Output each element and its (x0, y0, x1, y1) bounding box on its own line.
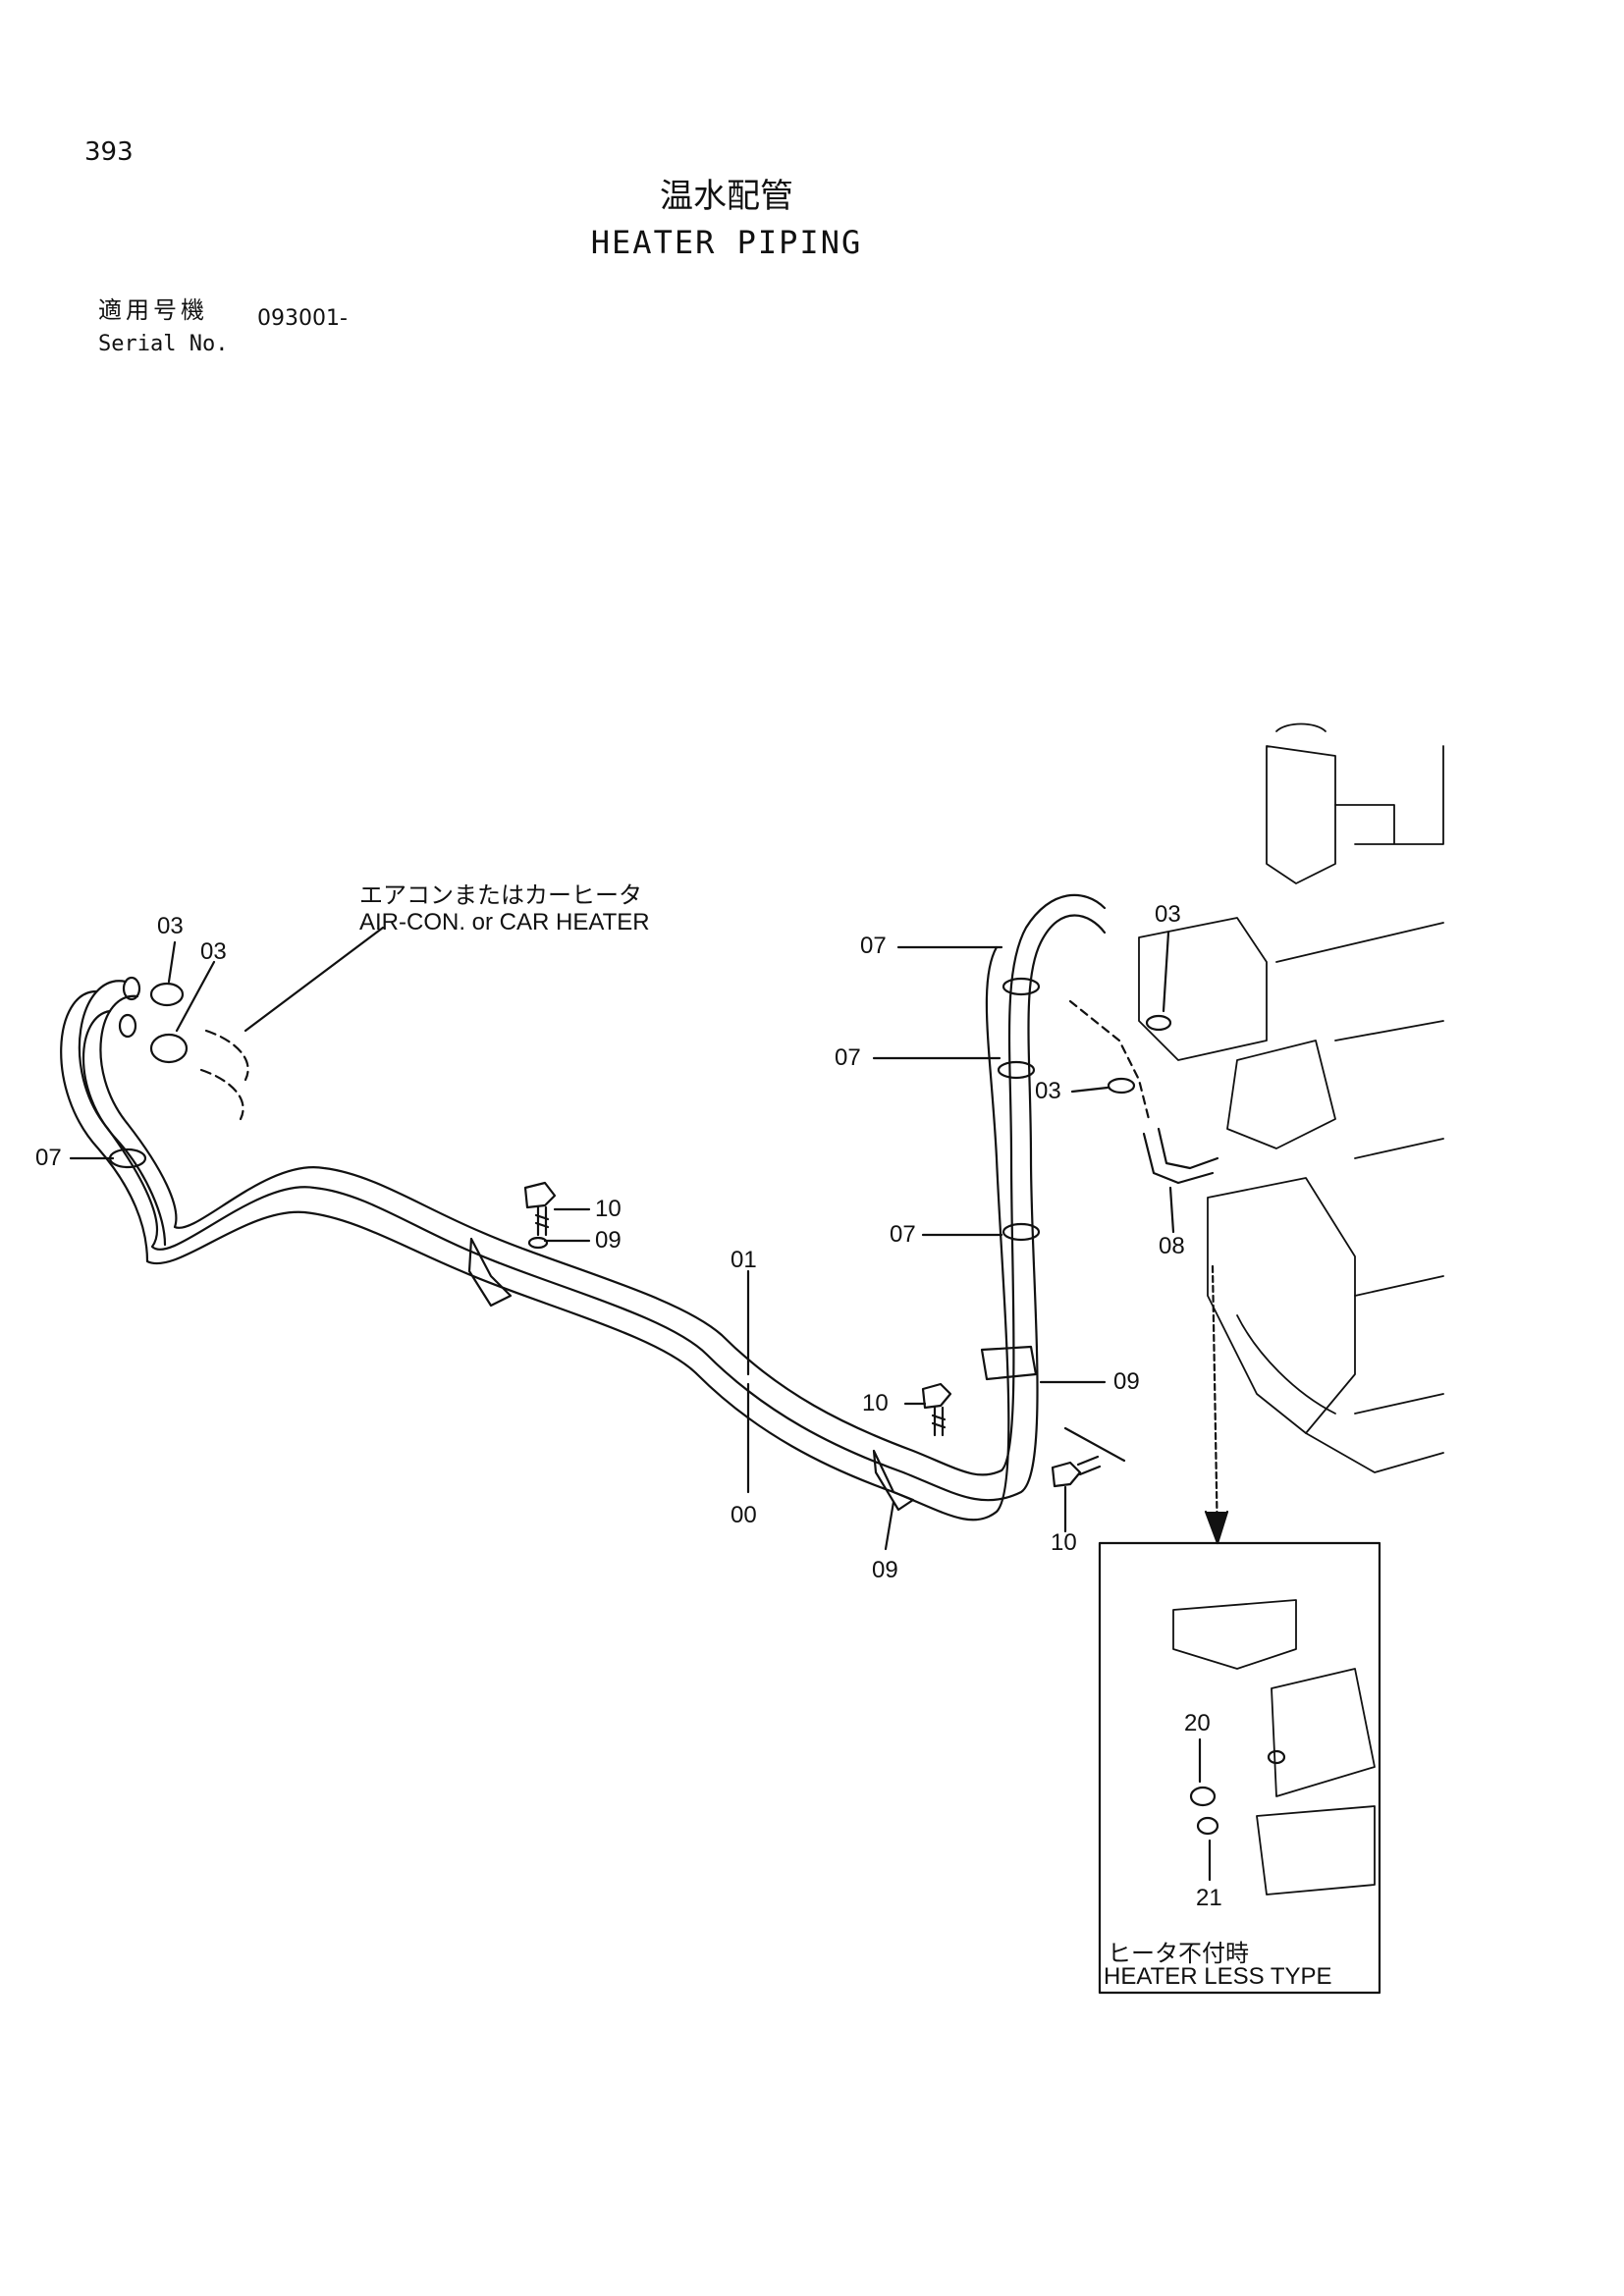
dashed-leader (1068, 999, 1151, 1121)
callout-07: 07 (835, 1044, 861, 1071)
engine-block (1138, 722, 1444, 1473)
bolt-10-left (523, 1181, 557, 1237)
note-heaterless-japanese: ヒータ不付時 (1108, 1941, 1249, 1967)
inset-washer (1267, 1749, 1286, 1765)
leader-03-top-b (175, 960, 216, 1033)
callout-09: 09 (1113, 1368, 1140, 1395)
band-clamp-09-left (467, 1237, 513, 1308)
leader-03-engine-mid (1070, 1086, 1110, 1094)
callout-08: 08 (1159, 1233, 1185, 1259)
clamp-03-a (149, 982, 185, 1007)
callout-03: 03 (200, 938, 227, 965)
inset-pointer-arrow (1204, 1510, 1229, 1545)
note-aircon-english: AIR-CON. or CAR HEATER (359, 909, 650, 935)
plug-20 (1189, 1786, 1217, 1807)
callout-09: 09 (872, 1557, 898, 1583)
callout-07: 07 (35, 1145, 62, 1171)
note-heaterless-english: HEATER LESS TYPE (1104, 1963, 1332, 1990)
callout-10: 10 (595, 1196, 622, 1222)
callout-21: 21 (1196, 1885, 1222, 1911)
leader-08 (1168, 1186, 1175, 1234)
callout-07: 07 (890, 1221, 916, 1248)
serial-label-english: Serial No. (98, 332, 229, 356)
inset-pointer (1211, 1264, 1219, 1545)
clamp-03-engine-1 (1145, 1014, 1172, 1032)
leader-03-top-a (167, 940, 177, 984)
plug-21 (1196, 1816, 1219, 1836)
inset-engine-detail (1172, 1599, 1376, 1896)
hose-00-inner (81, 1009, 167, 1247)
serial-number-value: 093001- (257, 306, 348, 331)
serial-label-japanese: 適用号機 (98, 296, 208, 324)
hose-01-inner (99, 893, 1107, 1476)
band-clamp-09-middle (872, 1449, 915, 1512)
callout-09: 09 (595, 1227, 622, 1254)
hose-01 (78, 914, 1107, 1502)
title-japanese: 温水配管 (660, 177, 793, 216)
callout-07: 07 (860, 933, 887, 959)
clamp-07-riser-3 (1001, 1222, 1041, 1242)
callout-10: 10 (862, 1390, 889, 1416)
page-number: 393 (84, 137, 134, 167)
aircon-connection-outline (199, 1029, 249, 1121)
leader-bolt-right (1063, 1426, 1126, 1463)
callout-03: 03 (1035, 1078, 1061, 1104)
callout-03: 03 (157, 913, 184, 939)
leader-aircon (244, 926, 385, 1033)
hose-00 (60, 945, 1010, 1522)
clamp-03-b (149, 1033, 189, 1064)
hose-end-top-left-1 (122, 976, 141, 1001)
note-aircon-japanese: エアコンまたはカーヒータ (359, 882, 642, 909)
leader-09-middle (884, 1500, 895, 1551)
washer-09 (527, 1236, 549, 1250)
band-clamp-09-right (980, 1345, 1038, 1381)
callout-01: 01 (731, 1247, 757, 1273)
title-english: HEATER PIPING (590, 224, 863, 261)
clamp-07-riser-1 (1001, 977, 1041, 996)
clamp-03-engine-2 (1107, 1077, 1136, 1095)
inset-box-heater-less (1098, 1541, 1381, 1995)
elbow-fitting-08 (1142, 1127, 1219, 1185)
callout-00: 00 (731, 1502, 757, 1528)
callout-20: 20 (1184, 1710, 1211, 1736)
hose-end-top-left-2 (118, 1013, 137, 1039)
leader-03-engine-top (1162, 931, 1170, 1013)
callout-10: 10 (1051, 1529, 1077, 1556)
clamp-07-riser-2 (997, 1060, 1036, 1080)
callout-03: 03 (1155, 901, 1181, 928)
bolt-10-right (1051, 1455, 1102, 1488)
bolt-10-middle (921, 1382, 952, 1437)
